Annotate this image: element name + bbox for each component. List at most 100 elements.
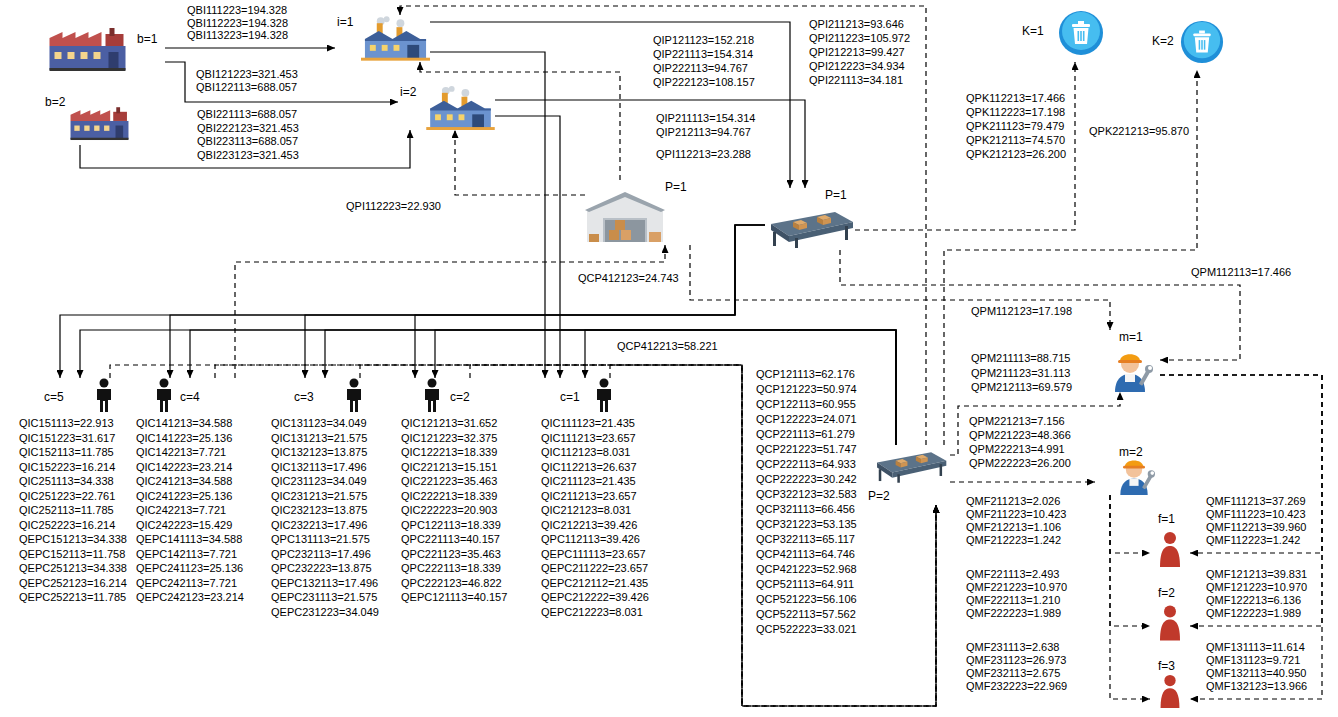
flow-value: QIP222113=94.767: [652, 62, 749, 75]
flow-value: QMF121223=10.970: [1205, 581, 1308, 594]
flow-value: QPC122113=18.339: [400, 519, 502, 532]
flow-value: QPI212213=99.427: [808, 46, 906, 59]
flow-value: QCP221223=51.747: [755, 443, 858, 456]
flow-value: QIC142213=7.721: [135, 446, 227, 459]
node-label: K=2: [1152, 34, 1174, 48]
flow-arrow: [110, 365, 936, 706]
flow-value: QEPC212222=39.426: [540, 591, 650, 604]
flow-value: QBI111223=194.328: [186, 4, 288, 17]
flow-arrow: [470, 365, 936, 706]
flow-value: QIC121213=31.652: [400, 417, 498, 430]
network-node: m=2: [1095, 445, 1160, 495]
flow-arrow: [1160, 375, 1322, 626]
bin-icon: [1180, 20, 1224, 64]
flow-value: QIC112213=26.637: [540, 461, 638, 474]
flow-value: QPM212113=69.579: [970, 381, 1073, 394]
flow-value: QIC242213=7.721: [135, 504, 227, 517]
flow-arrow: [944, 70, 1197, 445]
flow-value: QPI112223=22.930: [345, 200, 442, 213]
flow-arrow: [235, 245, 665, 378]
flow-value: QIC151223=31.617: [18, 432, 116, 445]
flow-value: QIP121123=152.218: [652, 34, 755, 47]
flow-value: QEPC212223=8.031: [540, 606, 644, 619]
flow-value: QBI113223=194.328: [186, 29, 289, 42]
flow-value: QIC151113=22.913: [18, 417, 115, 430]
node-label: i=1: [337, 15, 353, 29]
flow-value: QMF232113=2.675: [965, 667, 1061, 680]
flow-value: QPC232113=17.496: [270, 548, 372, 561]
flow-value: QBI122113=688.057: [195, 81, 298, 94]
flow-value: QPM112113=17.466: [1190, 266, 1292, 279]
flow-value: QIC211123=21.435: [540, 475, 637, 488]
flow-value: QIC212213=39.426: [540, 519, 638, 532]
flow-value: QMF221113=2.493: [965, 568, 1060, 581]
network-node: c=3: [290, 378, 375, 412]
flow-value: QCP412213=58.221: [616, 340, 719, 353]
flow-value: QEPC111113=23.657: [540, 548, 647, 561]
flow-value: QCP522113=57.562: [755, 608, 857, 621]
flow-value: QMF131113=11.614: [1205, 641, 1306, 654]
flow-value: QIC232123=13.875: [270, 504, 368, 517]
flow-value: QMF132113=40.950: [1205, 667, 1307, 680]
flow-value: QIC141223=25.136: [135, 432, 233, 445]
flow-value: QIP212113=94.767: [655, 126, 752, 139]
flow-arrow: [415, 225, 765, 378]
flow-value: QPC221123=35.463: [400, 548, 502, 561]
flow-arrow: [950, 392, 1120, 455]
node-label: m=1: [1119, 330, 1143, 344]
flow-arrow: [690, 245, 1110, 330]
flow-value: QMF231123=26.973: [965, 654, 1067, 667]
flow-value: QCP412123=24.743: [577, 272, 680, 285]
flow-value: QIC111213=23.657: [540, 432, 637, 445]
flow-value: QEPC251213=34.338: [18, 562, 128, 575]
flow-value: QIC232213=17.496: [270, 519, 368, 532]
flow-value: QIC142223=23.214: [135, 461, 233, 474]
node-label: c=1: [560, 390, 580, 404]
network-node: c=5: [40, 378, 125, 412]
network-node: b=2: [45, 95, 130, 145]
flow-arrow: [610, 365, 936, 706]
flow-arrow: [435, 330, 896, 445]
flow-value: QBI223123=321.453: [196, 149, 300, 162]
factoryA-icon: [45, 28, 130, 72]
network-node: K=2: [1150, 18, 1225, 70]
flow-value: QIC222213=18.339: [400, 490, 498, 503]
flow-value: QMF131123=9.721: [1205, 654, 1301, 667]
node-label: P=1: [825, 188, 847, 202]
flow-value: QCP121113=62.176: [755, 368, 856, 381]
flow-value: QEPC152113=11.758: [18, 548, 126, 561]
flow-value: QIC132123=13.875: [270, 446, 368, 459]
flow-arrow: [840, 250, 1240, 360]
mechanic-icon: [1109, 453, 1159, 495]
flow-value: QEPC242123=23.214: [135, 591, 245, 604]
flow-arrow: [400, 6, 926, 445]
flow-value: QEPC141113=34.588: [135, 533, 243, 546]
flow-value: QCP321223=53.135: [755, 518, 858, 531]
node-label: i=2: [400, 85, 416, 99]
node-label: f=2: [1158, 586, 1175, 600]
flow-value: QPM211123=31.113: [970, 367, 1071, 380]
flow-value: QPK221213=95.870: [1088, 125, 1190, 138]
flow-value: QCP421223=52.968: [755, 563, 858, 576]
flow-value: QIC251113=34.338: [18, 475, 115, 488]
flow-value: QPI212223=34.934: [808, 60, 906, 73]
network-node: c=1: [530, 378, 625, 412]
flow-value: QIC241213=34.588: [135, 475, 233, 488]
flow-arrow: [170, 225, 765, 378]
flow-value: QCP321113=66.456: [755, 503, 856, 516]
flow-value: QMF211223=10.423: [965, 508, 1067, 521]
flow-value: QCP421113=64.746: [755, 548, 856, 561]
flow-value: QEPC151213=34.338: [18, 533, 128, 546]
flow-value: QPK211123=79.479: [965, 120, 1065, 133]
network-node: b=1: [45, 22, 165, 74]
flow-value: QIC242223=15.429: [135, 519, 233, 532]
flow-value: QPC222113=18.339: [400, 562, 502, 575]
flow-value: QIC222223=20.903: [400, 504, 498, 517]
flow-value: QIC131213=21.575: [270, 432, 368, 445]
flow-value: QIC121223=32.375: [400, 432, 498, 445]
flow-value: QPM222223=26.200: [968, 457, 1072, 470]
flow-value: QCP222223=30.242: [755, 473, 858, 486]
node-label: c=2: [450, 390, 470, 404]
flow-value: QIC252113=11.785: [18, 504, 115, 517]
